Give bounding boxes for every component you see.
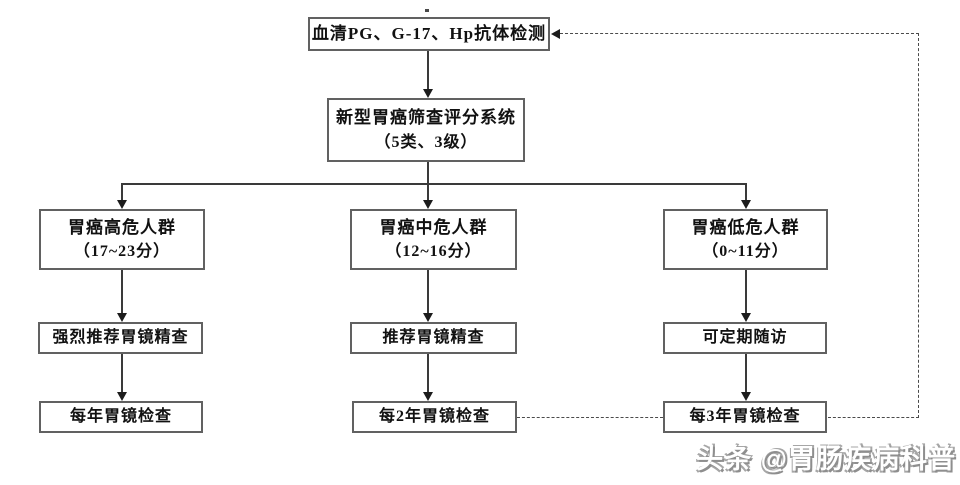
- connector-medium-interval: [427, 354, 429, 392]
- arrowhead-loop-serum: [551, 29, 560, 39]
- node-low-risk-group: 胃癌低危人群 （0~11分）: [663, 209, 828, 270]
- node-high-recommendation-label: 强烈推荐胃镜精查: [52, 329, 189, 346]
- node-annual-endoscopy-label: 每年胃镜检查: [69, 408, 172, 425]
- dashed-biennial-triennial: [517, 417, 663, 418]
- arrowhead-low-interval: [741, 392, 751, 401]
- arrowhead-scoring: [423, 89, 433, 98]
- node-biennial-endoscopy: 每2年胃镜检查: [352, 401, 517, 433]
- node-scoring-system: 新型胃癌筛查评分系统 （5类、3级）: [327, 98, 525, 162]
- node-low-risk-title: 胃癌低危人群: [691, 217, 800, 237]
- node-medium-risk-score: （12~16分）: [385, 243, 482, 261]
- node-high-risk-score: （17~23分）: [73, 243, 171, 261]
- watermark-toutiao: 头条 @胃肠疾病科普: [696, 444, 956, 474]
- node-serum-test: 血清PG、G-17、Hp抗体检测: [308, 17, 550, 51]
- arrowhead-medium-action: [423, 313, 433, 322]
- node-low-risk-score: （0~11分）: [702, 243, 789, 261]
- node-medium-recommendation-label: 推荐胃镜精查: [382, 329, 485, 346]
- connector-low-interval: [745, 354, 747, 392]
- node-serum-test-label: 血清PG、G-17、Hp抗体检测: [311, 24, 547, 44]
- connector-branch-high: [121, 183, 123, 200]
- arrowhead-medium-interval: [423, 392, 433, 401]
- dashed-loop-top: [560, 33, 919, 34]
- connector-branch-medium: [427, 183, 429, 200]
- node-high-risk-title: 胃癌高危人群: [68, 217, 176, 237]
- arrowhead-low-action: [741, 313, 751, 322]
- arrowhead-high-risk: [117, 200, 127, 209]
- node-triennial-endoscopy-label: 每3年胃镜检查: [689, 408, 801, 425]
- node-medium-risk-title: 胃癌中危人群: [379, 217, 488, 237]
- arrowhead-low-risk: [741, 200, 751, 209]
- node-biennial-endoscopy-label: 每2年胃镜检查: [378, 408, 490, 425]
- connector-low-action: [745, 270, 747, 313]
- node-high-recommendation: 强烈推荐胃镜精查: [38, 322, 203, 354]
- connector-scoring-branch: [427, 162, 429, 183]
- arrowhead-high-action: [117, 313, 127, 322]
- node-low-recommendation-label: 可定期随访: [702, 329, 788, 346]
- arrowhead-high-interval: [117, 392, 127, 401]
- node-low-recommendation: 可定期随访: [663, 322, 827, 354]
- branch-bar: [121, 183, 745, 185]
- node-medium-risk-group: 胃癌中危人群 （12~16分）: [350, 209, 517, 270]
- dashed-triennial-right: [828, 417, 919, 418]
- arrowhead-medium-risk: [423, 200, 433, 209]
- connector-high-interval: [121, 354, 123, 392]
- connector-medium-action: [427, 270, 429, 313]
- connector-branch-low: [745, 183, 747, 200]
- node-high-risk-group: 胃癌高危人群 （17~23分）: [39, 209, 205, 270]
- connector-serum-scoring: [427, 51, 429, 90]
- node-scoring-system-title: 新型胃癌筛查评分系统: [336, 108, 516, 128]
- node-scoring-system-subtitle: （5类、3级）: [374, 133, 478, 151]
- node-triennial-endoscopy: 每3年胃镜检查: [663, 401, 827, 433]
- node-annual-endoscopy: 每年胃镜检查: [39, 401, 203, 433]
- stray-dot: [425, 9, 429, 12]
- connector-high-action: [121, 270, 123, 313]
- dashed-loop-vertical: [918, 33, 919, 418]
- node-medium-recommendation: 推荐胃镜精查: [350, 322, 517, 354]
